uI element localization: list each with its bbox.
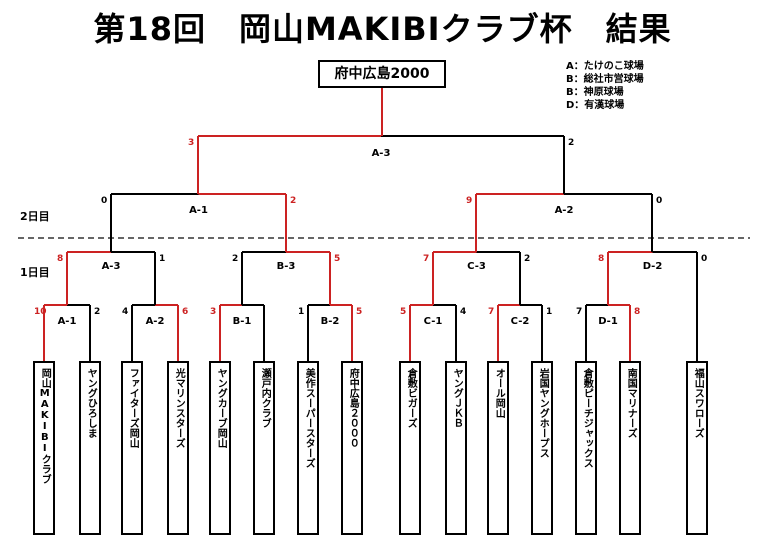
team-name: オール岡山 [493, 368, 505, 418]
score-right: 2 [94, 307, 101, 317]
score-left: 9 [466, 196, 473, 206]
team-name: ヤングひろしま [85, 368, 97, 438]
team-name: 府中広島２０００ [347, 368, 359, 448]
team-box: 府中広島２０００ [341, 361, 363, 535]
score-left: 7 [488, 307, 495, 317]
team-name: 岩国ヤングホープス [537, 368, 549, 458]
match-label: B-1 [232, 316, 252, 327]
match-label: C-2 [510, 316, 530, 327]
match-label: C-3 [467, 261, 486, 272]
match-label: A-2 [145, 316, 165, 327]
round-label-day1: 1日目 [20, 266, 50, 279]
team-box: 美作スーパースターズ [297, 361, 319, 535]
team-name: 倉敷ビガーズ [405, 368, 417, 428]
team-name: 倉敷ピーチジャックス [581, 368, 593, 468]
score-left: 8 [57, 254, 64, 264]
legend-item: D：有漢球場 [566, 100, 625, 111]
score-right: 1 [159, 254, 166, 264]
match-label: A-3 [371, 148, 391, 159]
team-box: 岩国ヤングホープス [531, 361, 553, 535]
team-box: ファイターズ岡山 [121, 361, 143, 535]
team-box: 岡山MAKIBIクラブ [33, 361, 55, 535]
score-left: 3 [210, 307, 217, 317]
score-right: 2 [290, 196, 297, 206]
team-box: 倉敷ビガーズ [399, 361, 421, 535]
match-label: A-3 [101, 261, 121, 272]
score-left: 4 [122, 307, 129, 317]
score-left: 1 [298, 307, 305, 317]
score-right: 0 [701, 254, 708, 264]
legend-item: B：神原球場 [566, 87, 624, 98]
team-name: 南国マリナーズ [625, 368, 637, 438]
team-box: 光マリンスターズ [167, 361, 189, 535]
team-name: ファイターズ岡山 [127, 368, 139, 448]
team-name: ヤングカーブ岡山 [215, 368, 227, 448]
venue-legend: A：たけのこ球場 B：総社市営球場 B：神原球場 D：有漢球場 [566, 60, 644, 112]
legend-item: B：総社市営球場 [566, 74, 644, 85]
team-name: 福山スワローズ [692, 368, 704, 438]
team-name: ヤングＪＫＢ [451, 368, 463, 428]
match-label: B-3 [276, 261, 296, 272]
score-right: 2 [568, 138, 575, 148]
score-left: 10 [34, 307, 47, 317]
score-right: 4 [460, 307, 467, 317]
score-left: 8 [598, 254, 605, 264]
score-left: 7 [576, 307, 583, 317]
match-label: B-2 [320, 316, 340, 327]
team-name: 瀬戸内クラブ [259, 368, 271, 428]
team-box: 倉敷ピーチジャックス [575, 361, 597, 535]
match-label: D-1 [598, 316, 618, 327]
team-box: ヤングカーブ岡山 [209, 361, 231, 535]
team-name: 美作スーパースターズ [303, 368, 315, 468]
score-left: 0 [101, 196, 108, 206]
team-box: 瀬戸内クラブ [253, 361, 275, 535]
score-right: 6 [182, 307, 189, 317]
match-label: D-2 [642, 261, 663, 272]
score-right: 1 [546, 307, 553, 317]
legend-item: A：たけのこ球場 [566, 61, 644, 72]
score-left: 5 [400, 307, 407, 317]
score-right: 8 [634, 307, 641, 317]
team-name: 岡山MAKIBIクラブ [39, 368, 51, 484]
score-left: 7 [423, 254, 430, 264]
match-label: C-1 [423, 316, 443, 327]
team-box: 福山スワローズ [686, 361, 708, 535]
score-right: 0 [656, 196, 663, 206]
score-right: 5 [334, 254, 341, 264]
team-box: 南国マリナーズ [619, 361, 641, 535]
match-label: A-2 [554, 205, 574, 216]
page-title: 第18回 岡山MAKIBIクラブ杯 結果 [93, 10, 672, 48]
match-label: A-1 [189, 205, 208, 216]
match-label: A-1 [57, 316, 77, 327]
champion-box: 府中広島2000 [318, 60, 446, 88]
score-left: 3 [188, 138, 195, 148]
round-label-day2: 2日目 [20, 210, 50, 223]
score-left: 2 [232, 254, 239, 264]
team-box: オール岡山 [487, 361, 509, 535]
team-name: 光マリンスターズ [173, 368, 185, 448]
score-right: 5 [356, 307, 363, 317]
team-box: ヤングＪＫＢ [445, 361, 467, 535]
score-right: 2 [524, 254, 531, 264]
team-box: ヤングひろしま [79, 361, 101, 535]
